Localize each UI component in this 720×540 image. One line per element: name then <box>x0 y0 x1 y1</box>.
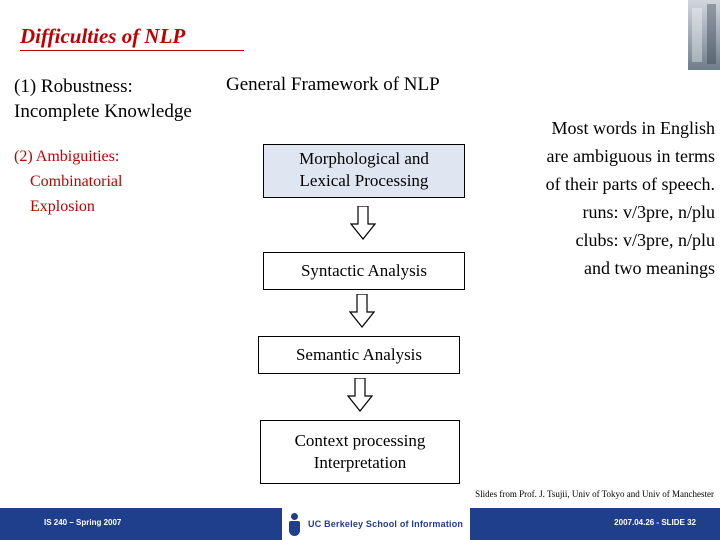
page-title: Difficulties of NLP <box>20 24 186 48</box>
left-item1-line1: (1) Robustness: <box>14 76 133 97</box>
left-item2-line2: Combinatorial <box>30 173 123 190</box>
flow-box-line2: Lexical Processing <box>299 171 429 190</box>
arrow-down-icon <box>347 378 373 412</box>
right-line-1: Most words in English <box>551 118 715 138</box>
flow-box-line1: Context processing <box>294 431 426 450</box>
title-underline <box>20 50 244 51</box>
right-column: Most words in English are ambiguous in t… <box>455 114 715 282</box>
top-banner <box>0 0 720 70</box>
right-line-2: are ambiguous in terms <box>546 146 715 166</box>
flow-box-morphological-lexical: Morphological and Lexical Processing <box>263 144 465 198</box>
flow-box-line2: Interpretation <box>313 453 407 472</box>
right-line-3: of their parts of speech. <box>545 174 715 194</box>
left-item1-line2: Incomplete Knowledge <box>14 101 192 122</box>
credit-line: Slides from Prof. J. Tsujii, Univ of Tok… <box>475 489 714 499</box>
banner-photo <box>687 0 720 70</box>
information-school-icon <box>282 508 308 540</box>
framework-heading: General Framework of NLP <box>226 74 440 95</box>
arrow-down-icon <box>350 206 376 240</box>
flow-box-semantic: Semantic Analysis <box>258 336 460 374</box>
left-item2-line3: Explosion <box>30 198 95 215</box>
arrow-down-icon <box>349 294 375 328</box>
left-item-ambiguities: (2) Ambiguities: Combinatorial Explosion <box>14 144 122 219</box>
flow-box-line1: Syntactic Analysis <box>300 261 428 280</box>
footer-logo-text: UC Berkeley School of Information <box>308 519 464 529</box>
right-line-4: runs: v/3pre, n/plu <box>582 202 716 222</box>
footer-course-label: IS 240 – Spring 2007 <box>44 518 122 527</box>
right-line-6: and two meanings <box>584 258 715 278</box>
flow-box-syntactic: Syntactic Analysis <box>263 252 465 290</box>
left-item2-line1: (2) Ambiguities: <box>14 148 120 165</box>
right-line-5: clubs: v/3pre, n/plu <box>575 230 715 250</box>
flow-box-line1: Morphological and <box>299 149 429 168</box>
footer-slide-number: 2007.04.26 - SLIDE 32 <box>614 518 696 527</box>
flow-box-context: Context processing Interpretation <box>260 420 460 484</box>
footer-logo: UC Berkeley School of Information <box>282 508 470 540</box>
flow-box-line1: Semantic Analysis <box>295 345 423 364</box>
left-item-robustness: (1) Robustness: Incomplete Knowledge <box>14 74 192 124</box>
